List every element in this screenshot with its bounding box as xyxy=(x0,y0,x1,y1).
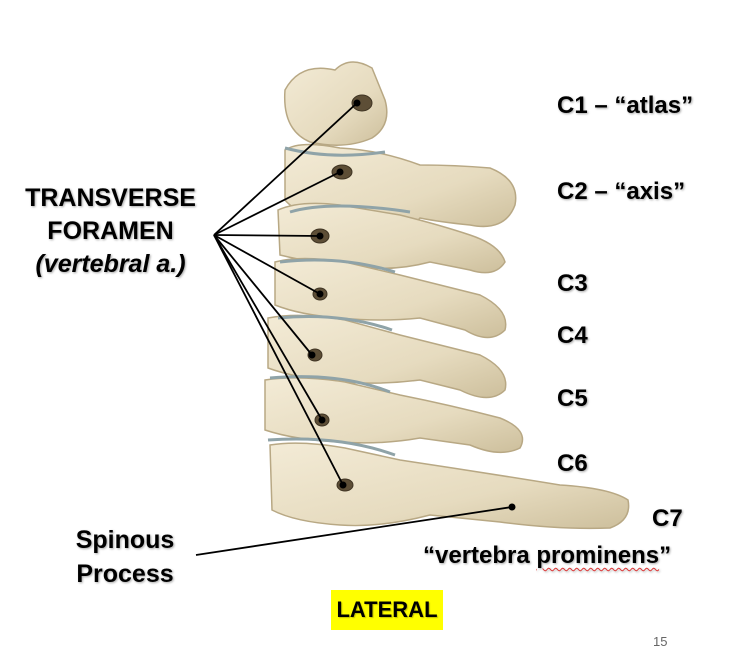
transverse-foramen-label: TRANSVERSE FORAMEN (vertebral a.) xyxy=(8,182,213,281)
label-c6: C6 xyxy=(557,450,588,478)
label-c2: C2 – “axis” xyxy=(557,178,685,206)
label-c1: C1 – “atlas” xyxy=(557,92,693,120)
transverse-label-line2: FORAMEN xyxy=(8,215,213,248)
spinous-process-label: Spinous Process xyxy=(60,523,190,591)
spinous-label-line2: Process xyxy=(60,557,190,591)
lateral-view-badge: LATERAL xyxy=(331,590,443,630)
transverse-label-line3: (vertebral a.) xyxy=(8,248,213,281)
vertebra-prominens-word: prominens xyxy=(536,542,659,569)
spinous-process-pointer-dot xyxy=(509,504,516,511)
label-c5: C5 xyxy=(557,385,588,413)
vertebra-prominens-label: “vertebra prominens” xyxy=(423,542,671,570)
vertebra-prominens-suffix: ” xyxy=(659,542,671,569)
label-c4: C4 xyxy=(557,322,588,350)
page-number: 15 xyxy=(653,634,667,649)
label-c7: C7 xyxy=(652,505,683,533)
vertebra-prominens-prefix: “vertebra xyxy=(423,542,536,569)
spinous-label-line1: Spinous xyxy=(60,523,190,557)
transverse-label-line1: TRANSVERSE xyxy=(8,182,213,215)
label-c3: C3 xyxy=(557,270,588,298)
